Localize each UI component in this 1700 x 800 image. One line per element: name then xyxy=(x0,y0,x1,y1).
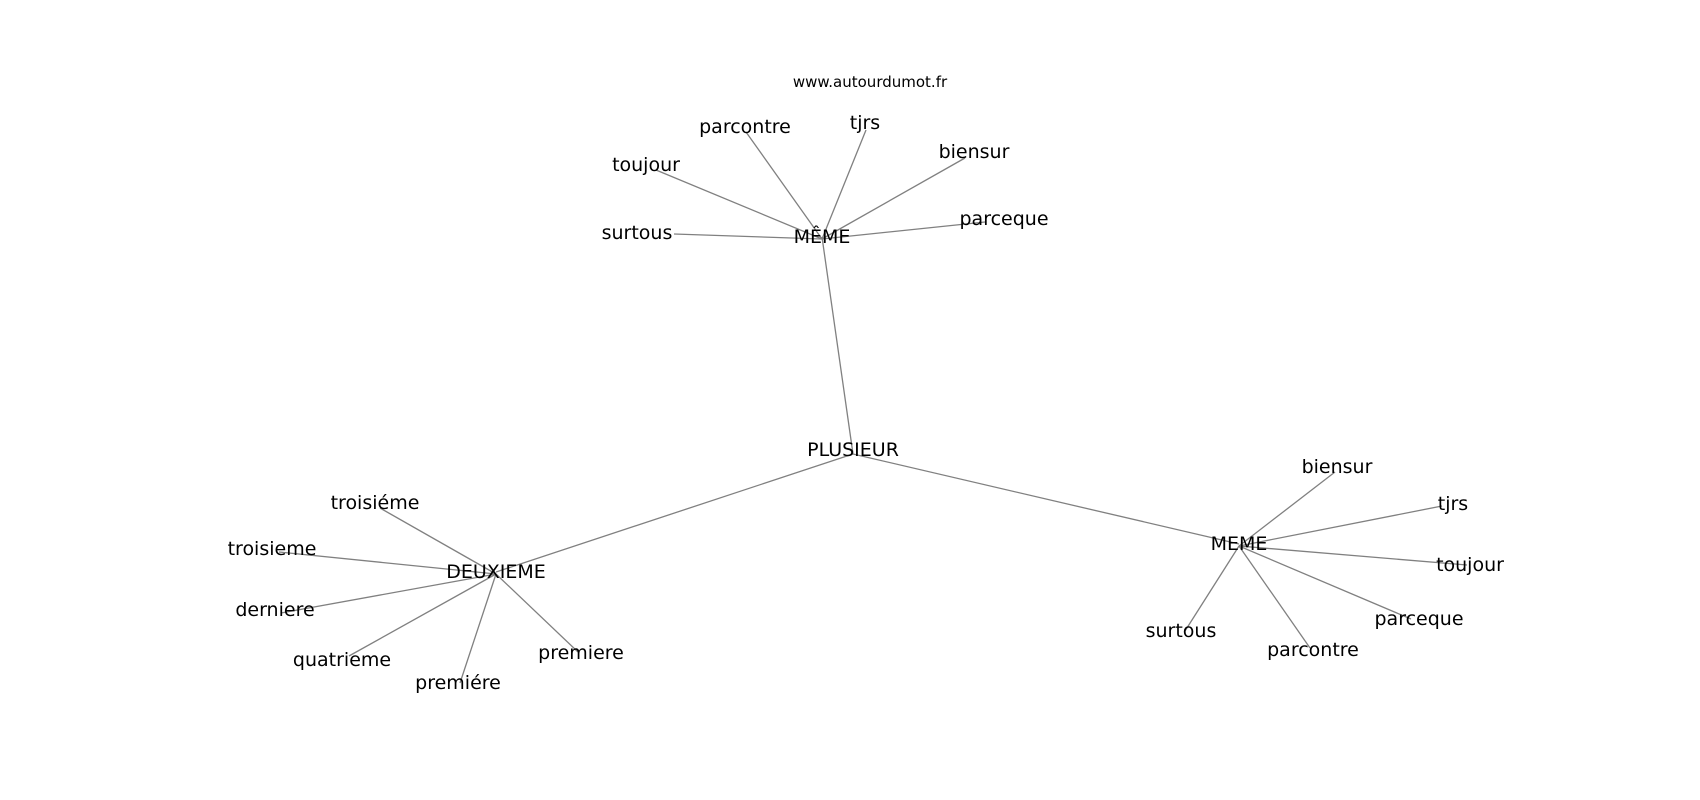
node-leaf-deuxieme-5: premiere xyxy=(538,642,624,664)
node-leaf-meme-2: toujour xyxy=(1436,554,1504,576)
edge-meme-accent-leaf-5 xyxy=(821,221,986,240)
edges-layer xyxy=(278,129,1468,684)
edge-deuxieme-leaf-0 xyxy=(379,507,497,575)
edge-deuxieme-leaf-2 xyxy=(280,573,497,614)
edge-deuxieme-leaf-1 xyxy=(278,551,497,575)
node-center-plusieur: PLUSIEUR xyxy=(807,439,899,461)
node-leaf-deuxieme-4: premiére xyxy=(415,672,501,694)
edge-meme-accent-leaf-3 xyxy=(821,129,867,240)
edge-meme-leaf-1 xyxy=(1238,505,1443,547)
edge-meme-leaf-5 xyxy=(1184,545,1240,632)
node-cluster-meme-accent: MÊME xyxy=(794,225,851,248)
node-leaf-deuxieme-2: derniere xyxy=(235,599,314,621)
edge-meme-leaf-3 xyxy=(1238,545,1412,620)
node-leaf-meme-5: surtous xyxy=(1146,620,1217,642)
node-leaf-deuxieme-3: quatrieme xyxy=(293,649,391,671)
edge-meme-accent-leaf-2 xyxy=(745,131,823,240)
edge-deuxieme-leaf-3 xyxy=(348,573,497,657)
edge-meme-accent-leaf-1 xyxy=(655,169,823,240)
node-leaf-meme-accent-5: parceque xyxy=(959,208,1048,230)
node-leaf-meme-accent-0: surtous xyxy=(602,222,673,244)
edge-meme-leaf-2 xyxy=(1238,545,1468,566)
edge-center-deuxieme xyxy=(495,453,854,573)
node-leaf-meme-accent-3: tjrs xyxy=(850,112,880,134)
node-leaf-meme-4: parcontre xyxy=(1267,639,1359,661)
node-leaf-meme-accent-2: parcontre xyxy=(699,116,791,138)
edge-meme-accent-leaf-4 xyxy=(821,157,966,240)
edge-deuxieme-leaf-5 xyxy=(495,573,579,653)
edge-center-meme-accent xyxy=(821,236,854,455)
node-cluster-deuxieme: DEUXIEME xyxy=(446,561,546,583)
labels-layer: www.autourdumot.fr PLUSIEUR MÊME surtous to… xyxy=(228,73,1505,694)
node-leaf-meme-3: parceque xyxy=(1374,608,1463,630)
edge-meme-leaf-4 xyxy=(1238,545,1311,649)
edge-meme-accent-leaf-0 xyxy=(673,233,823,240)
watermark-text: www.autourdumot.fr xyxy=(793,73,948,91)
node-leaf-deuxieme-0: troisiéme xyxy=(331,492,420,514)
node-leaf-meme-0: biensur xyxy=(1302,456,1373,478)
node-leaf-meme-accent-1: toujour xyxy=(612,154,680,176)
node-leaf-meme-accent-4: biensur xyxy=(939,141,1010,163)
edge-meme-leaf-0 xyxy=(1238,471,1336,547)
edge-center-meme xyxy=(852,453,1240,545)
edge-deuxieme-leaf-4 xyxy=(459,573,497,684)
node-cluster-meme: MEME xyxy=(1211,533,1268,555)
node-leaf-meme-1: tjrs xyxy=(1438,493,1468,515)
node-leaf-deuxieme-1: troisieme xyxy=(228,538,317,560)
